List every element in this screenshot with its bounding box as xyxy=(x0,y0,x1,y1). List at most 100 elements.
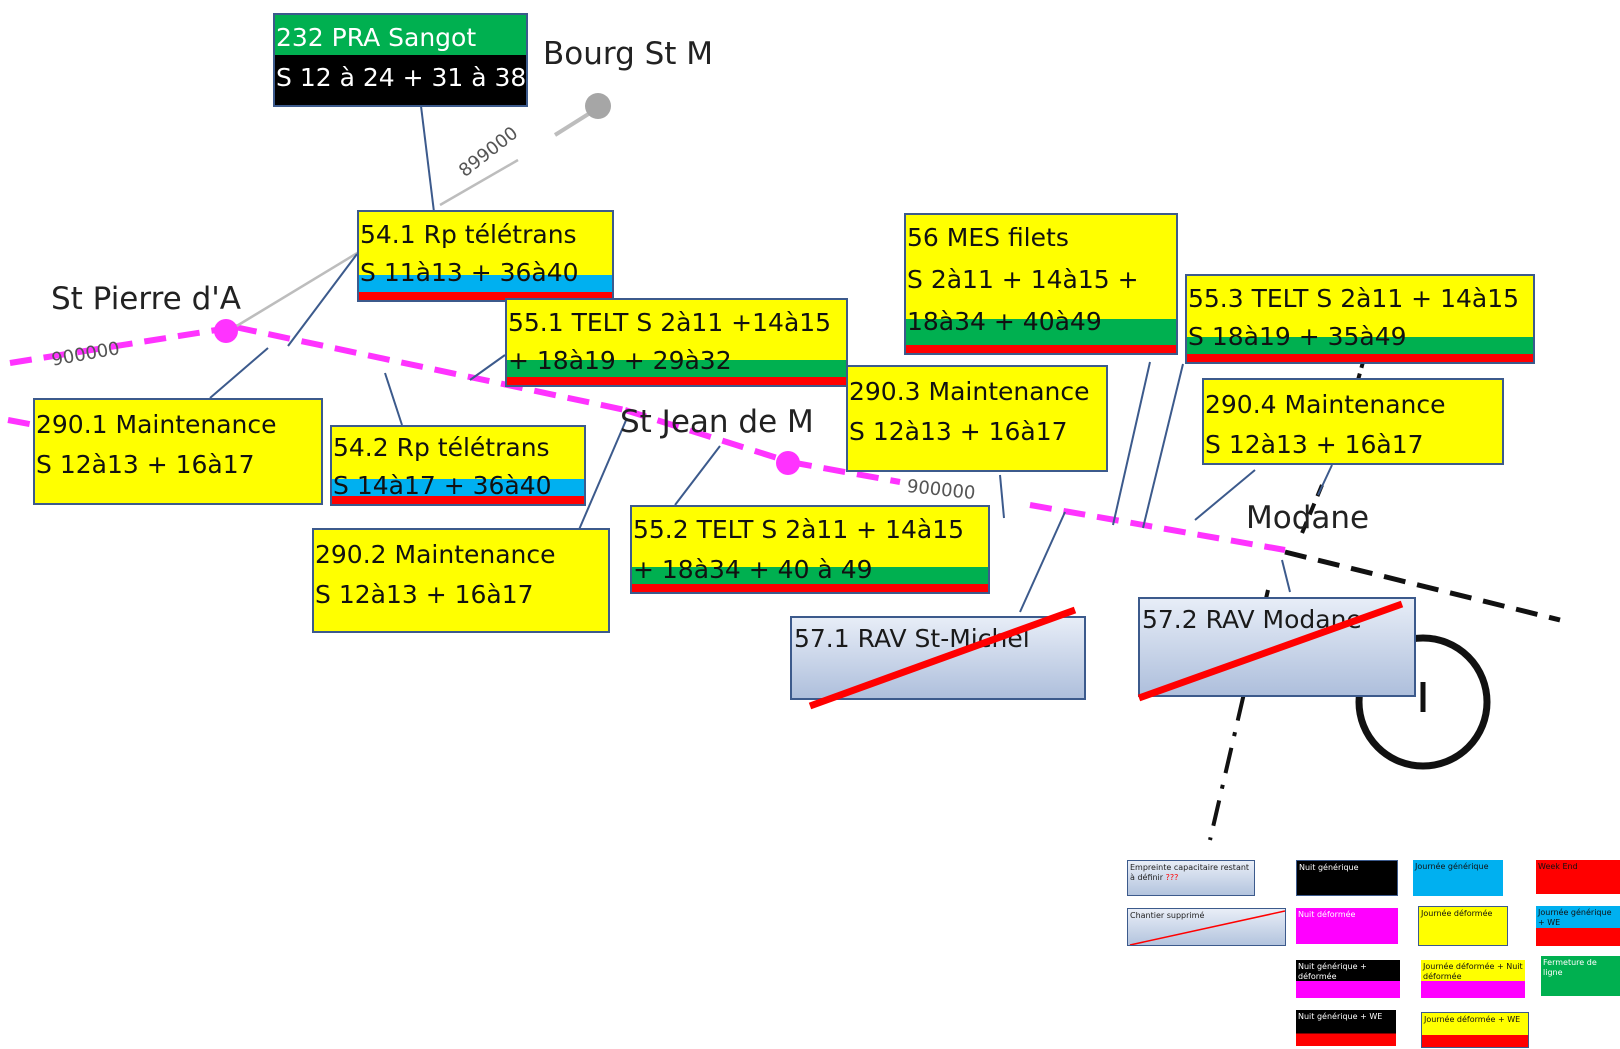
box-color-band xyxy=(632,507,988,567)
box-text: 290.1 Maintenance xyxy=(36,410,277,439)
box-text: 290.2 Maintenance xyxy=(315,540,556,569)
box-text: 232 PRA Sangot xyxy=(276,23,477,52)
legend-text: Journée générique xyxy=(1415,862,1489,871)
worksite-box-54-1[interactable]: 54.1 Rp télétrans S 11à13 + 36à40 xyxy=(357,210,614,302)
box-text: 18à34 + 40à49 xyxy=(907,307,1102,336)
worksite-box-55-1[interactable]: 55.1 TELT S 2à11 +14à15 + 18à19 + 29à32 xyxy=(505,298,848,387)
box-text: 54.1 Rp télétrans xyxy=(360,220,577,249)
rav-box-57-2[interactable]: 57.2 RAV Modane xyxy=(1138,597,1416,697)
box-text: 54.2 Rp télétrans xyxy=(333,433,550,462)
box-text-line: S 12à13 + 16à17 xyxy=(848,407,1106,447)
box-text: S 12 à 24 + 31 à 38 xyxy=(276,63,527,92)
box-color-band xyxy=(632,584,988,592)
legend-item-journee-deformee-nuit-deformee: Journée déformée + Nuit déformée xyxy=(1421,960,1525,998)
box-color-band xyxy=(632,567,988,584)
box-text-line: S 11à13 + 36à40 xyxy=(359,250,612,288)
box-color-band xyxy=(359,212,612,275)
legend-item-chantier-supprime: Chantier supprimé xyxy=(1127,908,1286,946)
box-text-line: 290.1 Maintenance xyxy=(35,400,321,440)
box-text-line: 54.1 Rp télétrans xyxy=(359,212,612,250)
box-text: 56 MES filets xyxy=(907,223,1069,252)
legend-text: Nuit générique + déformée xyxy=(1298,962,1367,981)
box-text-line: + 18à19 + 29à32 xyxy=(507,338,846,376)
modane-tick-line-2 xyxy=(1356,361,1365,381)
box-text: S 11à13 + 36à40 xyxy=(360,258,579,287)
box-text-line: S 12 à 24 + 31 à 38 xyxy=(275,53,526,93)
box-text-line: 290.3 Maintenance xyxy=(848,367,1106,407)
legend-item-nuit-generique: Nuit générique xyxy=(1296,860,1398,896)
box-text: S 14à17 + 36à40 xyxy=(333,471,552,500)
legend-chantier-text: Chantier supprimé xyxy=(1130,911,1205,920)
legend-text: Nuit déformée xyxy=(1298,910,1356,919)
box-text: 290.4 Maintenance xyxy=(1205,390,1446,419)
box-text-line: S 12à13 + 16à17 xyxy=(314,570,608,610)
box-color-band xyxy=(332,427,584,479)
legend-text: Fermeture de ligne xyxy=(1543,958,1597,977)
modane-label: Modane xyxy=(1246,500,1370,536)
box-text-line: 56 MES filets xyxy=(906,215,1176,253)
box-text-line: 18à34 + 40à49 xyxy=(906,295,1176,337)
box-text-line: + 18à34 + 40 à 49 xyxy=(632,545,988,585)
legend-text: Week End xyxy=(1538,862,1578,871)
box-text-line: S 18à19 + 35à49 xyxy=(1187,314,1533,352)
box-color-band xyxy=(275,15,526,55)
legend-item-nuit-deformee: Nuit déformée xyxy=(1296,908,1398,944)
legend-empreinte-text: Empreinte capacitaire restant à définir xyxy=(1130,863,1250,882)
st-jean-label: St Jean de M xyxy=(620,404,814,440)
track-line xyxy=(7,324,1286,553)
box-text-line: S 14à17 + 36à40 xyxy=(332,463,584,501)
worksite-box-290-1[interactable]: 290.1 Maintenance S 12à13 + 16à17 xyxy=(33,398,323,505)
legend-empreinte-q: ??? xyxy=(1165,873,1179,882)
box-color-band xyxy=(359,275,612,292)
box-text: + 18à19 + 29à32 xyxy=(508,346,732,375)
worksite-box-54-2[interactable]: 54.2 Rp télétrans S 14à17 + 36à40 xyxy=(330,425,586,506)
legend-item-journee-generique: Journée générique xyxy=(1413,860,1503,896)
box-color-band xyxy=(275,55,526,105)
box-text-line: 290.4 Maintenance xyxy=(1204,380,1502,420)
box-color-band xyxy=(1204,380,1502,463)
legend-item-empreinte: Empreinte capacitaire restant à définir … xyxy=(1127,860,1255,896)
legend-text: Journée déformée + Nuit déformée xyxy=(1423,962,1523,981)
box-text-line: 55.2 TELT S 2à11 + 14à15 xyxy=(632,507,988,545)
leader-lines xyxy=(209,105,1333,613)
legend-text: Nuit générique xyxy=(1299,863,1359,872)
legend-item-nuit-generique-we: Nuit générique + WE xyxy=(1296,1010,1396,1046)
box-text-line: 290.2 Maintenance xyxy=(314,530,608,570)
box-text: 55.1 TELT S 2à11 +14à15 xyxy=(508,308,832,337)
legend-text: Journée déformée xyxy=(1421,909,1493,918)
box-text-line: S 12à13 + 16à17 xyxy=(1204,420,1502,460)
box-text: 290.3 Maintenance xyxy=(849,377,1090,406)
tunnel-portal-symbol xyxy=(1355,634,1491,770)
box-color-band xyxy=(332,479,584,496)
box-color-band xyxy=(848,367,1106,470)
box-text-line: 232 PRA Sangot xyxy=(275,15,526,53)
box-text: 55.3 TELT S 2à11 + 14à15 xyxy=(1188,284,1520,313)
rav-box-57-1[interactable]: 57.1 RAV St-Michel xyxy=(790,616,1086,700)
worksite-box-55-2[interactable]: 55.2 TELT S 2à11 + 14à15+ 18à34 + 40 à 4… xyxy=(630,505,990,594)
st-pierre-station-dot xyxy=(214,319,238,343)
worksite-box-232[interactable]: 232 PRA Sangot S 12 à 24 + 31 à 38 xyxy=(273,13,528,107)
box-text: S 12à13 + 16à17 xyxy=(849,417,1068,446)
box-color-band xyxy=(906,345,1176,353)
box-text-line: S 12à13 + 16à17 xyxy=(35,440,321,480)
legend-item-journee-generique-we: Journée générique + WE xyxy=(1536,906,1620,946)
box-color-band xyxy=(507,360,846,377)
legend-item-journee-deformee-we: Journée déformée + WE xyxy=(1421,1012,1529,1048)
box-color-band xyxy=(1187,354,1533,362)
worksite-box-290-3[interactable]: 290.3 Maintenance S 12à13 + 16à17 xyxy=(846,365,1108,472)
rav-box-label: 57.2 RAV Modane xyxy=(1142,605,1362,634)
box-text-line: 54.2 Rp télétrans xyxy=(332,427,584,463)
legend-item-nuit-generique-deformee: Nuit générique + déformée xyxy=(1296,960,1400,998)
legend-strike-mark xyxy=(1129,910,1285,945)
bourg-st-m-label: Bourg St M xyxy=(543,36,714,72)
st-pierre-label: St Pierre d'A xyxy=(51,281,241,317)
st-jean-station-dot xyxy=(776,451,800,475)
box-color-band xyxy=(507,377,846,385)
box-text: S 12à13 + 16à17 xyxy=(36,450,255,479)
bourg-branch-line-2 xyxy=(439,158,519,207)
